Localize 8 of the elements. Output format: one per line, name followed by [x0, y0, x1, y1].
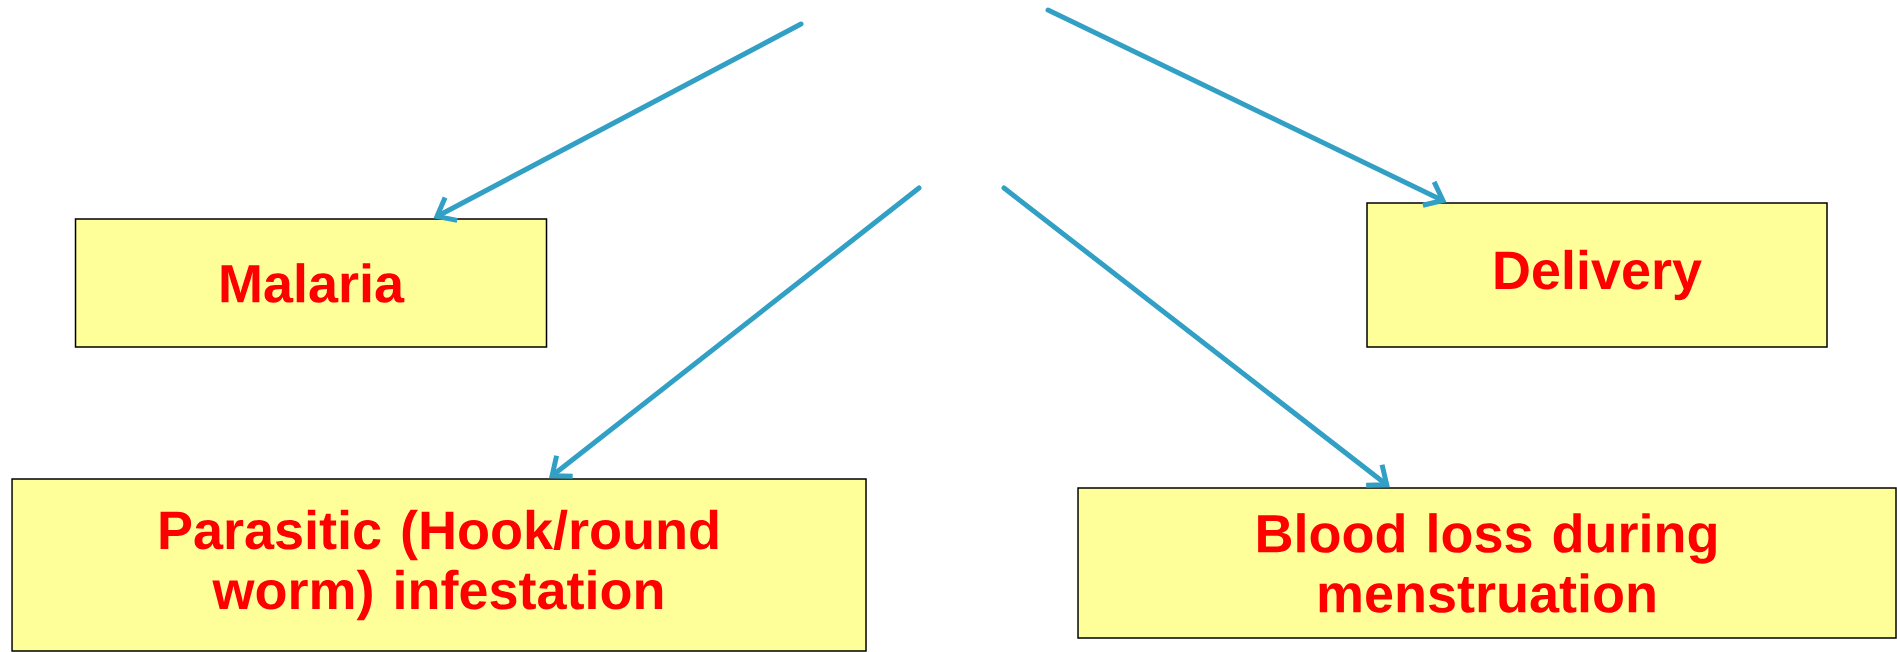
text-box: Parasitic (Hook/round worm) infestation [11, 478, 867, 652]
text-box: Delivery [1366, 202, 1828, 348]
arrow [1001, 185, 1390, 488]
arrow [433, 21, 804, 223]
arrow [548, 185, 922, 479]
text-box: Blood loss during menstruation [1077, 487, 1897, 639]
arrow [1045, 7, 1447, 208]
text-box: Malaria [74, 218, 548, 348]
